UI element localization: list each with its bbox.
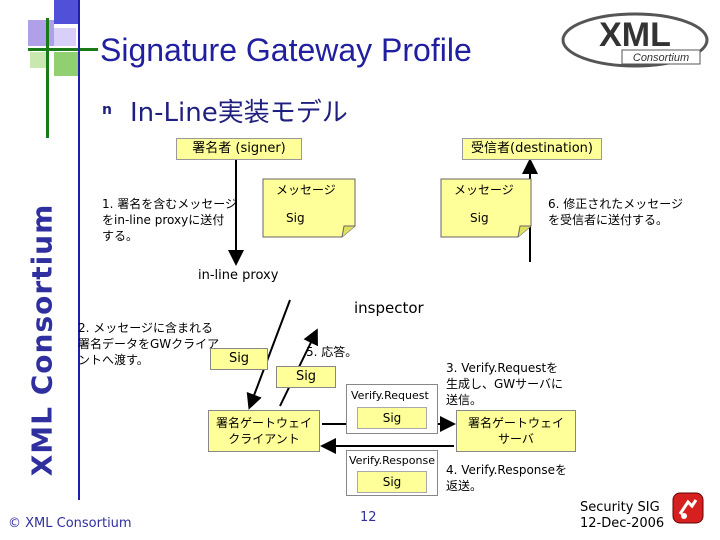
decor-vertical-line-blue [78, 0, 80, 500]
step2-line3: ントへ渡す。 [78, 353, 149, 367]
gateway-client-box: 署名ゲートウェイ クライアント [208, 410, 320, 452]
step5-label: 5. 応答。 [306, 345, 358, 359]
message-right-sig: Sig [470, 211, 489, 225]
message-right-shape [440, 178, 532, 238]
message-left-title: メッセージ [276, 183, 336, 197]
step5-sig-box: Sig [276, 366, 336, 388]
logo-graphic: XML Consortium [561, 12, 709, 68]
destination-label: 受信者(destination) [471, 141, 593, 156]
logo-subtext: Consortium [633, 52, 689, 64]
step2-sig-box: Sig [210, 348, 268, 370]
decor-square-blue [54, 0, 78, 24]
message-right-document: メッセージ Sig [440, 178, 532, 238]
arrow-inspector-to-client [246, 299, 291, 410]
signer-box: 署名者 (signer) [176, 138, 302, 160]
verify-request-sig: Sig [382, 411, 402, 425]
step2-line1: 2. メッセージに含まれる [78, 321, 214, 335]
step2-sig: Sig [228, 351, 250, 366]
logo-text: XML [599, 16, 671, 54]
slide-title: Signature Gateway Profile [100, 32, 472, 68]
destination-box: 受信者(destination) [462, 138, 602, 160]
decor-square-lightgreen [30, 52, 48, 68]
decor-square-lavender [54, 28, 76, 46]
footer-copyright: © XML Consortium [8, 516, 132, 531]
verify-response-sig: Sig [382, 475, 402, 489]
message-left-document: メッセージ Sig [262, 178, 356, 238]
step5-sig: Sig [295, 369, 317, 384]
step3-line3: 送信。 [446, 393, 483, 407]
decor-square-purple [28, 20, 54, 46]
message-left-sig: Sig [286, 211, 305, 225]
decor-horizontal-line [28, 48, 98, 51]
gateway-server-box: 署名ゲートウェイ サーバ [456, 410, 576, 452]
verify-response-label: Verify.Response [349, 454, 435, 467]
step1-line1: 1. 署名を含むメッセージ [102, 197, 238, 211]
bullet-marker: n [102, 102, 112, 118]
verify-response-box: Verify.Response Sig [346, 450, 438, 496]
footer-right-line1: Security SIG [580, 500, 660, 515]
step6-line2: を受信者に送付する。 [548, 213, 669, 227]
step3-line1: 3. Verify.Requestを [446, 361, 559, 375]
signer-label: 署名者 (signer) [192, 141, 286, 156]
server-line1: 署名ゲートウェイ [467, 416, 564, 430]
step6-line1: 6. 修正されたメッセージ [548, 197, 684, 211]
verify-request-sig-box: Sig [357, 407, 427, 429]
step4-line1: 4. Verify.Responseを [446, 463, 568, 477]
verify-request-box: Verify.Request Sig [346, 384, 438, 434]
step3-line2: 生成し、GWサーバに [446, 377, 564, 391]
step2-line2: 署名データをGWクライア [78, 337, 220, 351]
server-line2: サーバ [498, 432, 534, 446]
step1-line2: をin-line proxyに送付 [102, 213, 225, 227]
footer-right-line2: 12-Dec-2006 [580, 516, 665, 531]
client-line2: クライアント [228, 432, 300, 446]
step1-line3: する。 [102, 229, 139, 243]
step4-line2: 返送。 [446, 479, 483, 493]
xml-consortium-logo: XML Consortium [560, 8, 710, 70]
decor-vertical-line-green [46, 18, 49, 138]
slide-subtitle: In-Line実装モデル [130, 98, 348, 128]
decor-square-green [54, 52, 78, 76]
page-number: 12 [360, 510, 377, 525]
verify-response-sig-box: Sig [357, 471, 427, 493]
message-left-shape [262, 178, 356, 238]
message-right-title: メッセージ [454, 183, 514, 197]
client-line1: 署名ゲートウェイ [215, 416, 312, 430]
verify-request-label: Verify.Request [351, 389, 429, 402]
proxy-label: in-line proxy [198, 268, 279, 283]
inspector-label: inspector [354, 299, 424, 317]
security-sig-icon [672, 492, 704, 524]
